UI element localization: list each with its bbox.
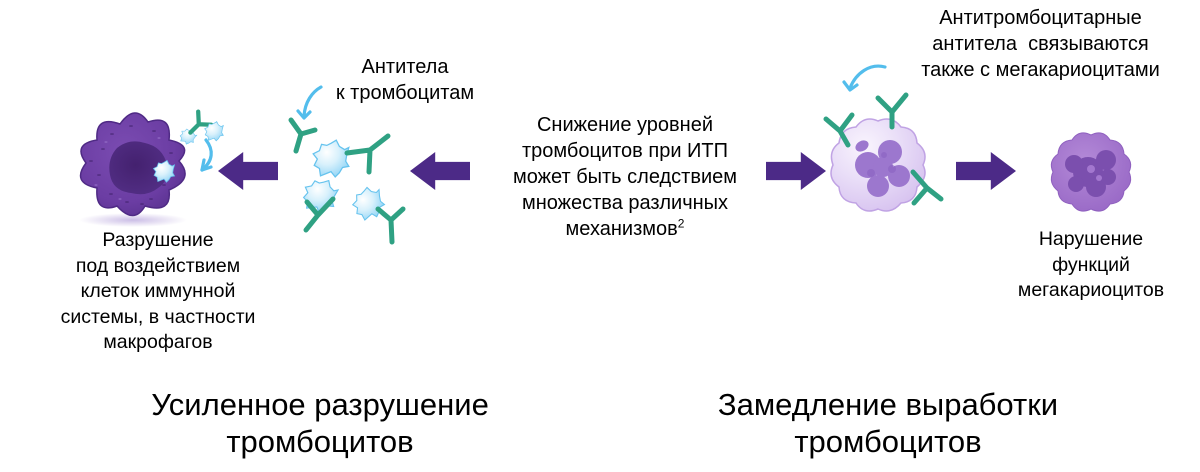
platelets-antibodies-illustration — [288, 85, 406, 245]
label-line: антитела связываются — [932, 33, 1149, 55]
center-text-line: тромбоцитов при ИТП — [521, 140, 729, 162]
macrophage-texture-speckles — [89, 125, 173, 205]
macrophage-nucleus — [109, 141, 168, 195]
damaged-megakaryocyte-illustration — [1050, 132, 1132, 212]
label-line: к тромбоцитам — [335, 82, 475, 104]
label-line: также с мегакариоцитами — [921, 59, 1160, 81]
damaged-cell-nucleus-gaps — [1087, 165, 1102, 181]
antibody-icon — [344, 133, 391, 175]
center-text-line: Снижение уровней — [536, 114, 714, 136]
platelet-icon — [312, 139, 350, 178]
center-text-line: механизмов2 — [478, 216, 772, 242]
megakaryocyte-caption: Нарушение функций мегакариоцитов — [985, 227, 1197, 304]
label-line: Антитела — [361, 56, 449, 78]
center-text-footnote-base: механизмов — [565, 218, 678, 240]
antibody-icon — [875, 92, 909, 130]
antiplatelet-antibodies-label: Антитромбоцитарные антитела связываются … — [893, 5, 1188, 83]
heading-line: тромбоцитов — [794, 424, 982, 459]
megakaryocyte-nucleus-shading — [867, 152, 896, 177]
flow-arrow-right-outer — [956, 152, 1016, 190]
antibodies-label: Антитела к тромбоцитам — [315, 54, 495, 106]
heading-line: Усиленное разрушение — [151, 387, 489, 422]
caption-line: Разрушение — [102, 229, 214, 251]
caption-line: Нарушение — [1038, 228, 1144, 250]
center-text-line: может быть следствием — [512, 166, 738, 188]
macrophage-illustration — [79, 109, 224, 227]
megakaryocyte-antibodies-illustration — [823, 64, 944, 212]
center-text-line: множества различных — [521, 192, 729, 214]
antibody-icon — [823, 112, 855, 148]
heading-line: Замедление выработки — [717, 387, 1059, 422]
antibody-icon — [910, 169, 944, 206]
heading-line: тромбоцитов — [226, 424, 414, 459]
curved-arrow-icon — [200, 138, 213, 172]
caption-line: клеток иммунной — [80, 280, 236, 302]
center-text: Снижение уровней тромбоцитов при ИТП мож… — [478, 112, 772, 242]
damaged-cell-nucleus — [1065, 150, 1116, 197]
caption-line: функций — [1052, 253, 1130, 276]
footnote-reference: 2 — [677, 216, 685, 231]
caption-line: системы, в частности — [60, 305, 256, 328]
curved-arrow-icon — [842, 64, 887, 92]
label-line: Антитромбоцитарные — [939, 7, 1142, 29]
antibody-icon — [375, 206, 406, 245]
antibody-icon — [288, 117, 318, 154]
antibody-icon — [303, 196, 336, 233]
caption-line: под воздействием — [75, 254, 241, 277]
macrophage-caption: Разрушение под воздействием клеток иммун… — [38, 228, 278, 356]
curved-arrow-icon — [296, 85, 323, 120]
heading-destruction: Усиленное разрушение тромбоцитов — [70, 386, 570, 460]
platelet-icon — [348, 183, 389, 224]
macrophage-shadow — [79, 213, 187, 227]
flow-arrow-left-outer — [218, 152, 278, 190]
caption-line: макрофагов — [103, 331, 213, 353]
caption-line: мегакариоцитов — [1017, 279, 1165, 301]
heading-production: Замедление выработки тромбоцитов — [638, 386, 1138, 460]
